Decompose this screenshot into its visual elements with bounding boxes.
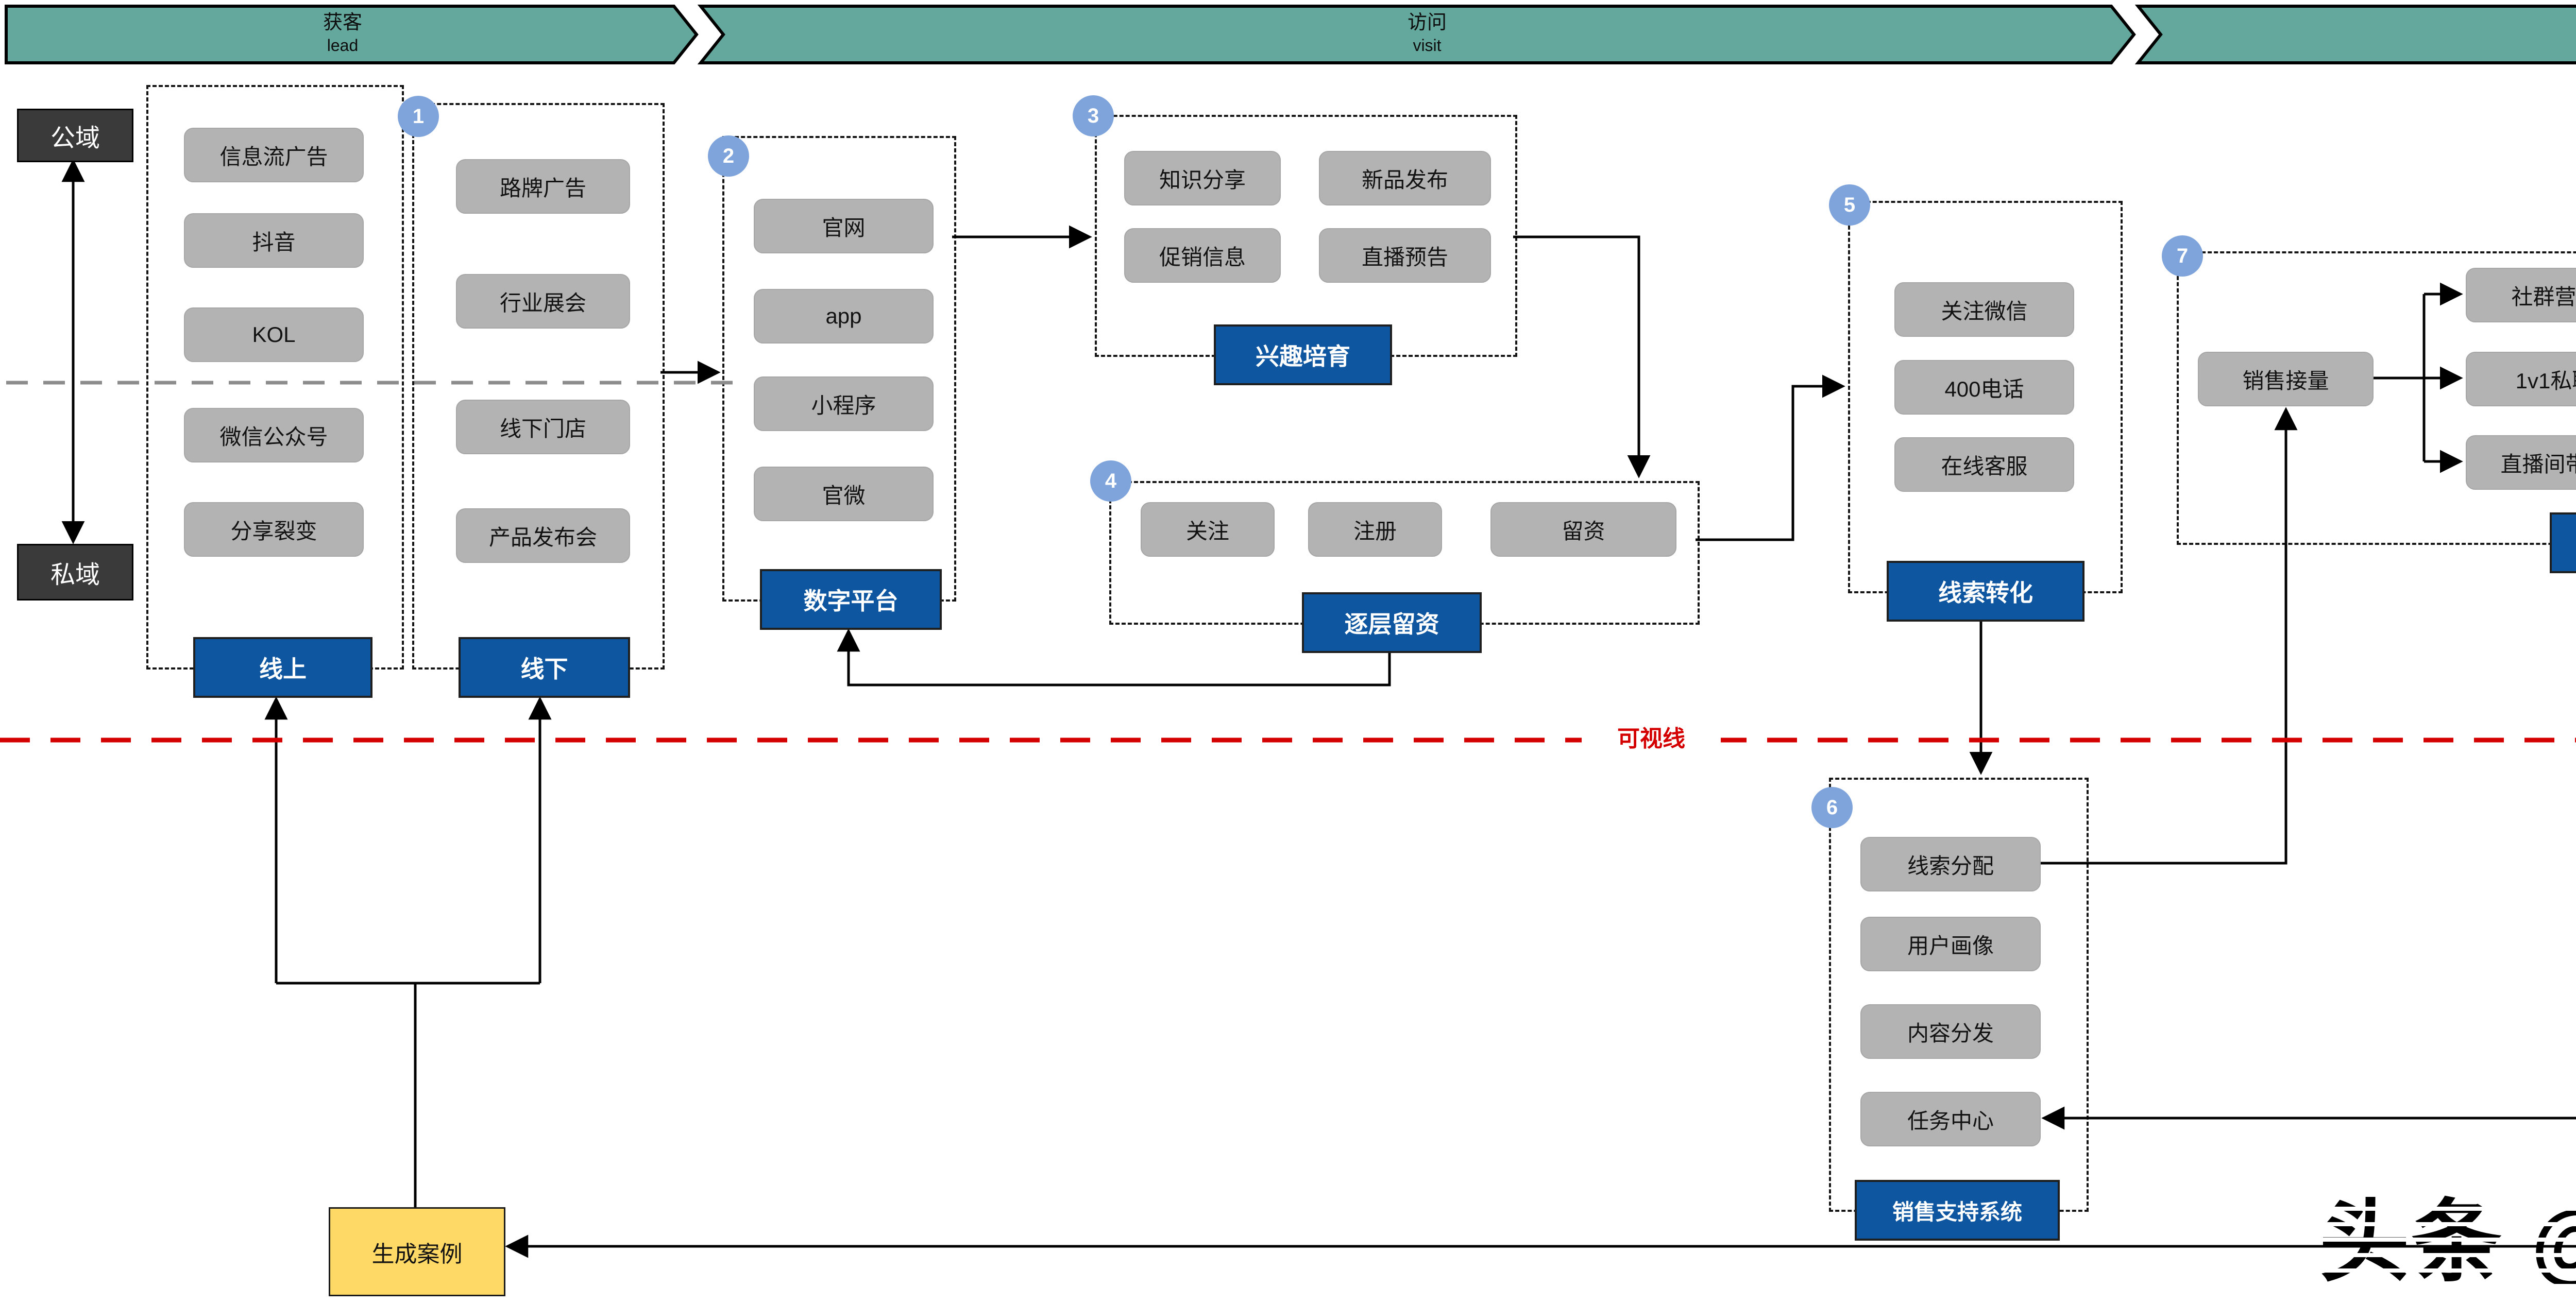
item-400-phone: 400电话 [1894,360,2074,415]
phase-label-lead-en: lead [327,36,359,55]
item-follow: 关注 [1141,502,1275,557]
item-1v1-chat: 1v1私聊 [2466,352,2576,406]
item-task-center: 任务中心 [1860,1092,2041,1146]
item-official-weibo: 官微 [754,467,934,521]
phase-shape-visit [697,5,2136,64]
item-promo-info: 促销信息 [1124,228,1281,283]
label-interest-nurture: 兴趣培育 [1214,324,1392,385]
badge-6: 6 [1811,787,1853,828]
label-customer-success: 客户成功 [2550,512,2576,573]
item-official-site: 官网 [754,199,934,253]
badge-5: 5 [1829,184,1870,226]
item-knowledge-share: 知识分享 [1124,151,1281,205]
item-live-preview: 直播预告 [1319,228,1491,283]
phase-shape-purchase [2134,5,2576,64]
private-domain-label: 私域 [17,544,133,600]
item-leave-info: 留资 [1490,502,1676,557]
badge-4: 4 [1090,460,1131,502]
badge-2: 2 [708,135,749,177]
item-live-selling: 直播间带货 [2466,435,2576,490]
item-new-product-release: 新品发布 [1319,151,1491,205]
phase-shape-lead [5,5,699,64]
public-domain-label: 公域 [17,109,133,162]
badge-3: 3 [1073,95,1114,136]
item-lead-assign: 线索分配 [1860,837,2041,891]
item-community-marketing: 社群营销 [2466,268,2576,322]
arrow-interest-to-capture [1513,235,1651,478]
label-sales-support: 销售支持系统 [1855,1180,2060,1241]
item-user-profile: 用户画像 [1860,917,2041,971]
item-mini-program: 小程序 [754,376,934,431]
item-wechat-official: 微信公众号 [184,408,364,462]
item-feed-ads: 信息流广告 [184,128,364,182]
label-digital-platform: 数字平台 [760,569,942,630]
item-register: 注册 [1308,502,1442,557]
arrow-assign-to-intake [2039,407,2298,865]
badge-1: 1 [398,96,439,137]
phase-label-visit-en: visit [1413,36,1442,55]
item-share-fission: 分享裂变 [184,502,364,557]
item-product-launch: 产品发布会 [456,508,630,563]
arrow-service-to-task [2041,1106,2576,1130]
arrow-capture-to-convert [1696,374,1845,541]
item-sales-intake: 销售接量 [2198,352,2374,406]
label-offline: 线下 [459,637,630,698]
phase-label-visit-zh: 访问 [1407,12,1447,33]
arrow-service-to-case [505,1234,2576,1258]
item-douyin: 抖音 [184,213,364,268]
arrow-capture-to-digital [837,628,1391,687]
item-online-service: 在线客服 [1894,437,2074,492]
item-app: app [754,289,934,344]
item-follow-wechat: 关注微信 [1894,282,2074,337]
badge-7: 7 [2162,235,2203,277]
item-trade-show: 行业展会 [456,274,630,329]
phase-label-lead-zh: 获客 [323,12,363,33]
item-kol: KOL [184,307,364,362]
label-lead-convert: 线索转化 [1887,561,2084,622]
item-offline-store: 线下门店 [456,400,630,454]
item-billboard-ads: 路牌广告 [456,159,630,214]
item-content-distribute: 内容分发 [1860,1004,2041,1059]
group-customer-success [2177,251,2576,545]
visibility-line-label: 可视线 [1582,720,1721,753]
case-box: 生成案例 [329,1207,505,1296]
phase-label-visit: 访问 visit [1408,10,1447,56]
phase-banner [5,5,2576,64]
watermark: 头条 @我们都很努力着 [2319,1169,2576,1299]
phase-label-lead: 获客 lead [323,10,362,56]
label-online: 线上 [193,637,372,698]
label-layered-capture: 逐层留资 [1302,592,1482,653]
